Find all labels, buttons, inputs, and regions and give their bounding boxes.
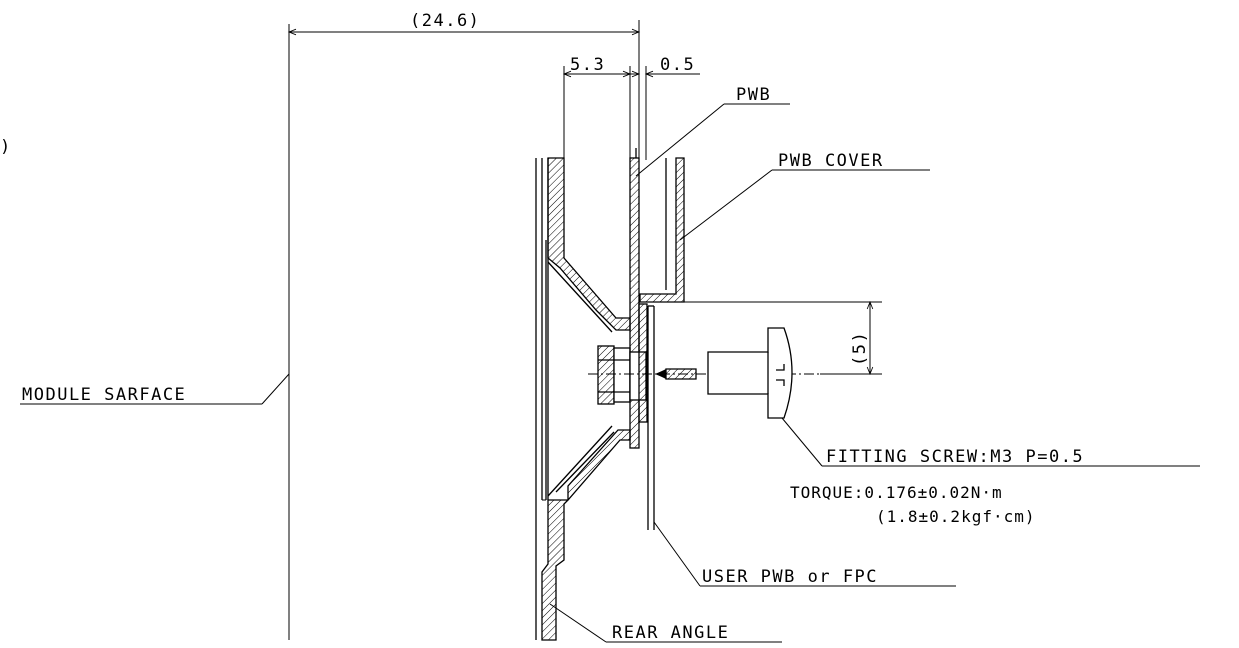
label-fitting-screw: FITTING SCREW:M3 P=0.5 TORQUE:0.176±0.02… (781, 417, 1200, 526)
pwb-board (629, 148, 648, 449)
pwb-cover (639, 157, 685, 303)
label-pwb-cover-text: PWB COVER (778, 151, 884, 171)
dimension-pwb-gap: 0.5 (600, 55, 700, 160)
label-rear-angle: REAR ANGLE (549, 603, 782, 643)
dimension-pwb-gap-label: 0.5 (660, 55, 695, 75)
rear-angle-structure (535, 157, 631, 641)
cut-off-fragment: ) (0, 137, 12, 157)
dimension-overall: (24.6) (287, 11, 641, 640)
label-rear-angle-text: REAR ANGLE (612, 623, 729, 643)
fitting-screw (588, 327, 865, 419)
label-torque-line2: (1.8±0.2kgf·cm) (876, 507, 1036, 526)
label-module-surface-text: MODULE SARFACE (22, 385, 186, 405)
label-pwb-text: PWB (736, 85, 771, 105)
label-module-surface: MODULE SARFACE (20, 373, 290, 405)
label-torque-line1: TORQUE:0.176±0.02N·m (790, 483, 1003, 502)
dimension-rear-to-pwb: 5.3 (562, 55, 632, 160)
dimension-overall-label: (24.6) (410, 11, 480, 31)
label-fitting-screw-text: FITTING SCREW:M3 P=0.5 (826, 447, 1084, 467)
label-pwb-cover: PWB COVER (679, 151, 930, 241)
label-user-pwb: USER PWB or FPC (653, 521, 956, 587)
dimension-rear-to-pwb-label: 5.3 (570, 55, 605, 75)
dimension-screw-offset-label: (5) (850, 331, 870, 366)
label-user-pwb-text: USER PWB or FPC (702, 567, 878, 587)
label-pwb: PWB (635, 85, 790, 177)
user-pwb (647, 305, 655, 530)
